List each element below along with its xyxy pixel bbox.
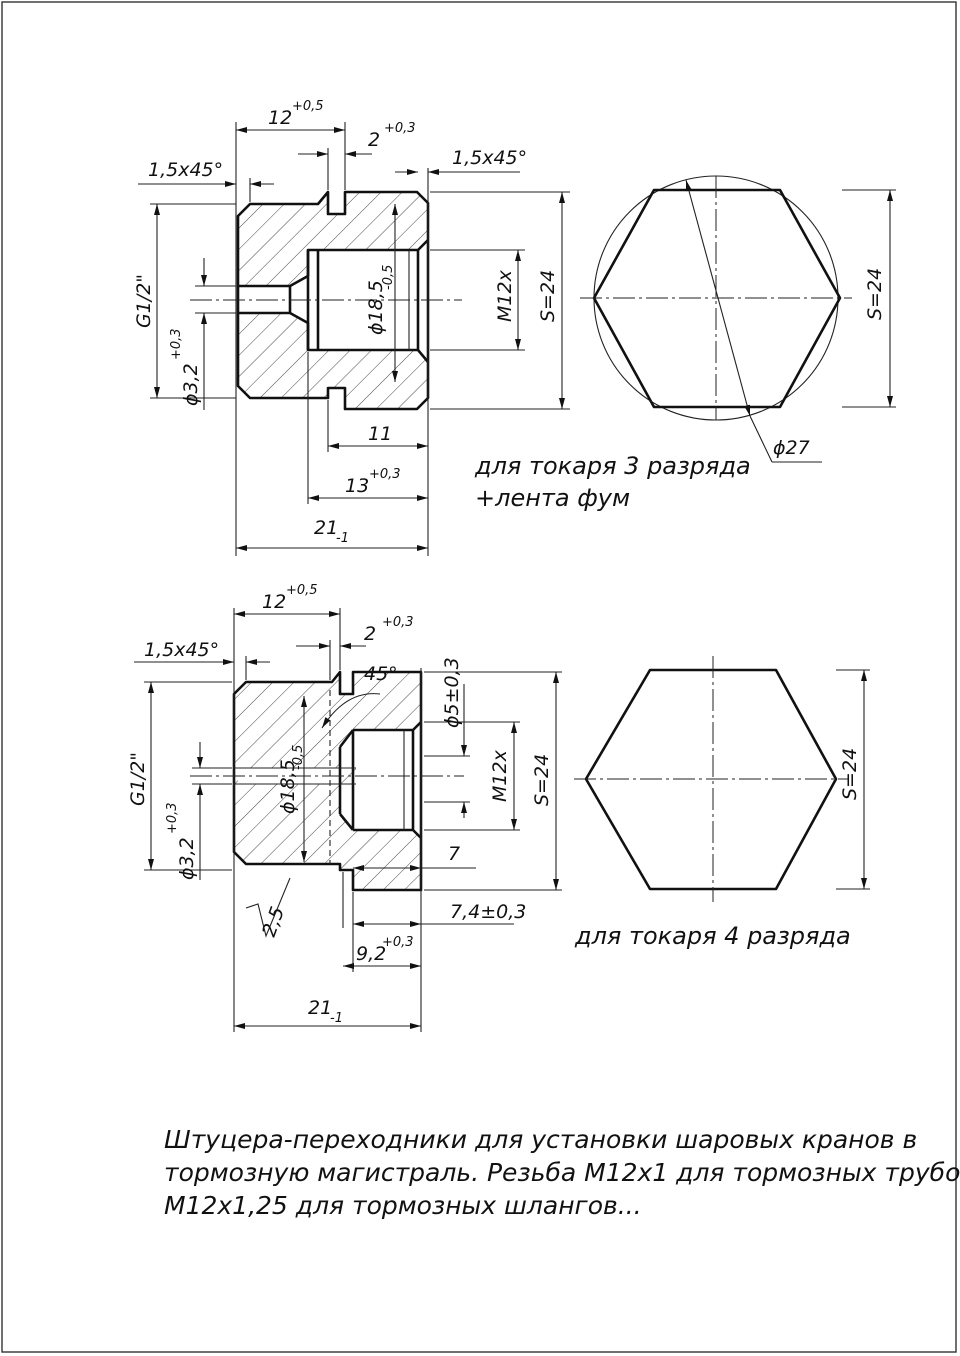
svg-text:-1: -1 — [330, 1011, 343, 1026]
svg-text:+0,3: +0,3 — [165, 802, 180, 834]
part1-dim-hole: ϕ3,2 — [180, 363, 202, 406]
part2-dim-pilot: ϕ5±0,3 — [441, 657, 463, 728]
part2-body-section — [234, 672, 421, 890]
part2-hexagon — [584, 668, 838, 891]
svg-text:+0,5: +0,5 — [286, 583, 318, 598]
part2-angle: 45° — [364, 663, 398, 685]
part2-hex-s24: S=24 — [839, 748, 861, 800]
part1-thread-m: M12x — [494, 269, 516, 322]
part2-dim-12: 12 — [262, 591, 286, 613]
caption-line-2: тормозную магистраль. Резьба М12х1 для т… — [164, 1158, 960, 1187]
part1-section-view — [190, 190, 462, 411]
part2-roughness: 2,5 — [258, 904, 289, 940]
part1-dimensions: 12 +0,5 2 +0,3 1,5x45° 1,5x45° G1/2" ϕ3,… — [133, 99, 570, 556]
part2-thread-m: M12x — [489, 749, 511, 802]
part1-note-grade: для токаря 3 разряда — [474, 452, 751, 480]
part2-dim-bore: ϕ18,5 — [277, 759, 299, 814]
part2-roughness-sign — [245, 877, 291, 938]
part2-dim-7-4: 7,4±0,3 — [450, 901, 526, 923]
svg-text:+0,3: +0,3 — [384, 121, 416, 136]
part1-hex-view: ϕ27 S=24 — [580, 175, 896, 463]
svg-text:+0,3: +0,3 — [382, 935, 414, 950]
part2-note-grade: для токаря 4 разряда — [574, 922, 851, 950]
part1-body-section — [238, 192, 428, 409]
part2-dimensions: 12 +0,5 2 +0,3 1,5x45° 45° ϕ5±0,3 G1/2" … — [127, 583, 562, 1032]
part2-dim-2: 2 — [364, 623, 376, 645]
part2-dim-s24: S=24 — [531, 754, 553, 806]
part2-dim-hole: ϕ3,2 — [176, 837, 198, 880]
svg-text:-0,5: -0,5 — [381, 265, 396, 290]
part1-dim-13: 13 — [345, 475, 369, 497]
part2-dim-7: 7 — [448, 843, 460, 865]
caption-line-3: М12х1,25 для тормозных шлангов... — [164, 1191, 642, 1220]
part2-dim-9-2: 9,2 — [356, 943, 386, 965]
part1-chamfer-left: 1,5x45° — [148, 159, 223, 181]
part2-section-view — [190, 670, 464, 892]
svg-text:-1: -1 — [336, 531, 349, 546]
part1-dim-s24: S=24 — [537, 270, 559, 322]
part1-thread-g: G1/2" — [133, 274, 155, 328]
part1-dim-12: 12 — [268, 107, 292, 129]
part1-dim-bore: ϕ18,5 — [365, 280, 387, 335]
part2-hex-view: S=24 — [574, 656, 870, 902]
part1-dim-circle: ϕ27 — [773, 437, 810, 459]
svg-text:-0,5: -0,5 — [291, 745, 306, 770]
part1-dim-11: 11 — [368, 423, 392, 445]
svg-text:+0,3: +0,3 — [369, 467, 401, 482]
part1-chamfer-right: 1,5x45° — [452, 147, 527, 169]
svg-text:+0,3: +0,3 — [382, 615, 414, 630]
part1-hex-s24: S=24 — [864, 268, 886, 320]
svg-text:+0,3: +0,3 — [169, 328, 184, 360]
part1-dim-2: 2 — [368, 129, 380, 151]
part2-chamfer-left: 1,5x45° — [144, 639, 219, 661]
caption-line-1: Штуцера-переходники для установки шаровы… — [164, 1125, 917, 1154]
part1-dim-21: 21 — [314, 517, 338, 539]
part2-dim-21: 21 — [308, 997, 332, 1019]
svg-text:+0,5: +0,5 — [292, 99, 324, 114]
part1-note-tape: +лента фум — [475, 484, 630, 512]
part2-thread-g: G1/2" — [127, 752, 149, 806]
